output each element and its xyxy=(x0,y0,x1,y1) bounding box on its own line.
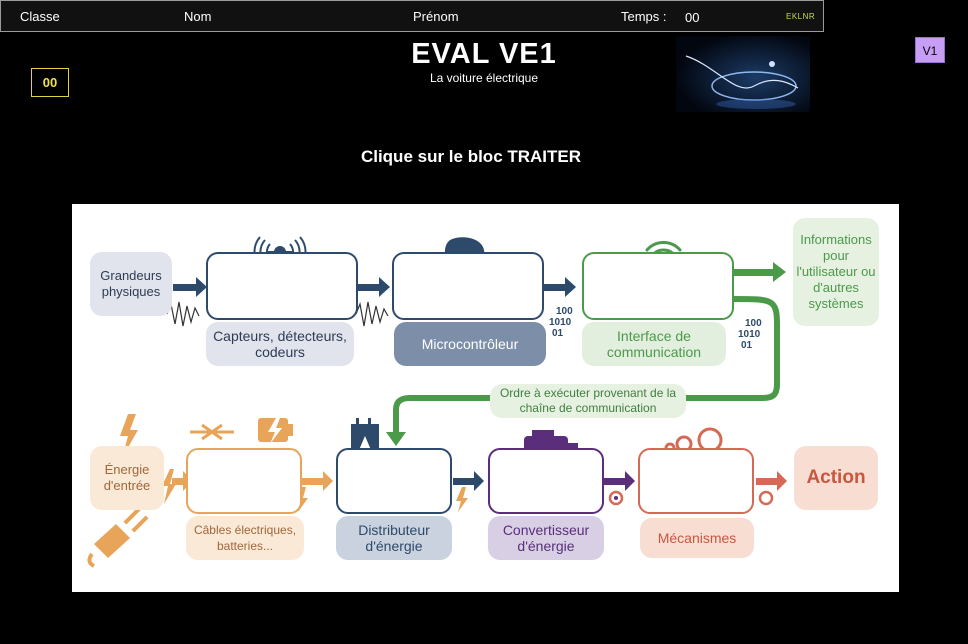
action-block[interactable]: Action xyxy=(794,446,878,510)
score-badge: 00 xyxy=(31,68,69,97)
svg-text:100: 100 xyxy=(556,306,573,317)
version-button[interactable]: V1 xyxy=(915,37,945,63)
convertisseur-label[interactable]: Convertisseur d'énergie xyxy=(488,516,604,560)
instruction-text: Clique sur le bloc TRAITER xyxy=(360,147,582,166)
temps-value: 00 xyxy=(685,10,700,25)
light-trail-image xyxy=(676,36,810,112)
svg-text:1010: 1010 xyxy=(549,317,572,328)
classe-label: Classe xyxy=(20,9,60,24)
logo: EKLNR xyxy=(786,12,816,21)
temps-label: Temps : xyxy=(621,9,667,24)
svg-text:1010: 1010 xyxy=(738,329,761,340)
distributeur-label[interactable]: Distributeur d'énergie xyxy=(336,516,452,560)
nom-label: Nom xyxy=(184,9,212,24)
traiter-block[interactable] xyxy=(392,252,544,320)
capteurs-label[interactable]: Capteurs, détecteurs, codeurs xyxy=(206,322,354,366)
page-subtitle: La voiture électrique xyxy=(429,71,539,85)
microcontroleur-label[interactable]: Microcontrôleur xyxy=(394,322,546,366)
energie-entree-block[interactable]: Énergie d'entrée xyxy=(90,446,164,510)
svg-text:100: 100 xyxy=(745,318,762,329)
acquerir-block[interactable] xyxy=(206,252,358,320)
top-bar: Classe Nom Prénom Temps : 00 EKLNR xyxy=(0,0,824,32)
svg-text:01: 01 xyxy=(552,328,564,339)
mecanismes-label[interactable]: Mécanismes xyxy=(640,518,754,558)
alimenter-block[interactable] xyxy=(186,448,302,514)
communiquer-block[interactable] xyxy=(582,252,734,320)
informations-block[interactable]: Informations pour l'utilisateur ou d'aut… xyxy=(793,218,879,326)
svg-text:01: 01 xyxy=(741,340,753,351)
ordre-label[interactable]: Ordre à exécuter provenant de la chaîne … xyxy=(490,384,686,418)
distribuer-block[interactable] xyxy=(336,448,452,514)
transmettre-block[interactable] xyxy=(638,448,754,514)
convertir-block[interactable] xyxy=(488,448,604,514)
page-title: EVAL VE1 xyxy=(411,38,557,70)
grandeurs-physiques-block[interactable]: Grandeurs physiques xyxy=(90,252,172,316)
cables-batteries-label[interactable]: Câbles électriques, batteries... xyxy=(186,516,304,560)
interface-communication-label[interactable]: Interface de communication xyxy=(582,322,726,366)
prenom-label: Prénom xyxy=(413,9,459,24)
